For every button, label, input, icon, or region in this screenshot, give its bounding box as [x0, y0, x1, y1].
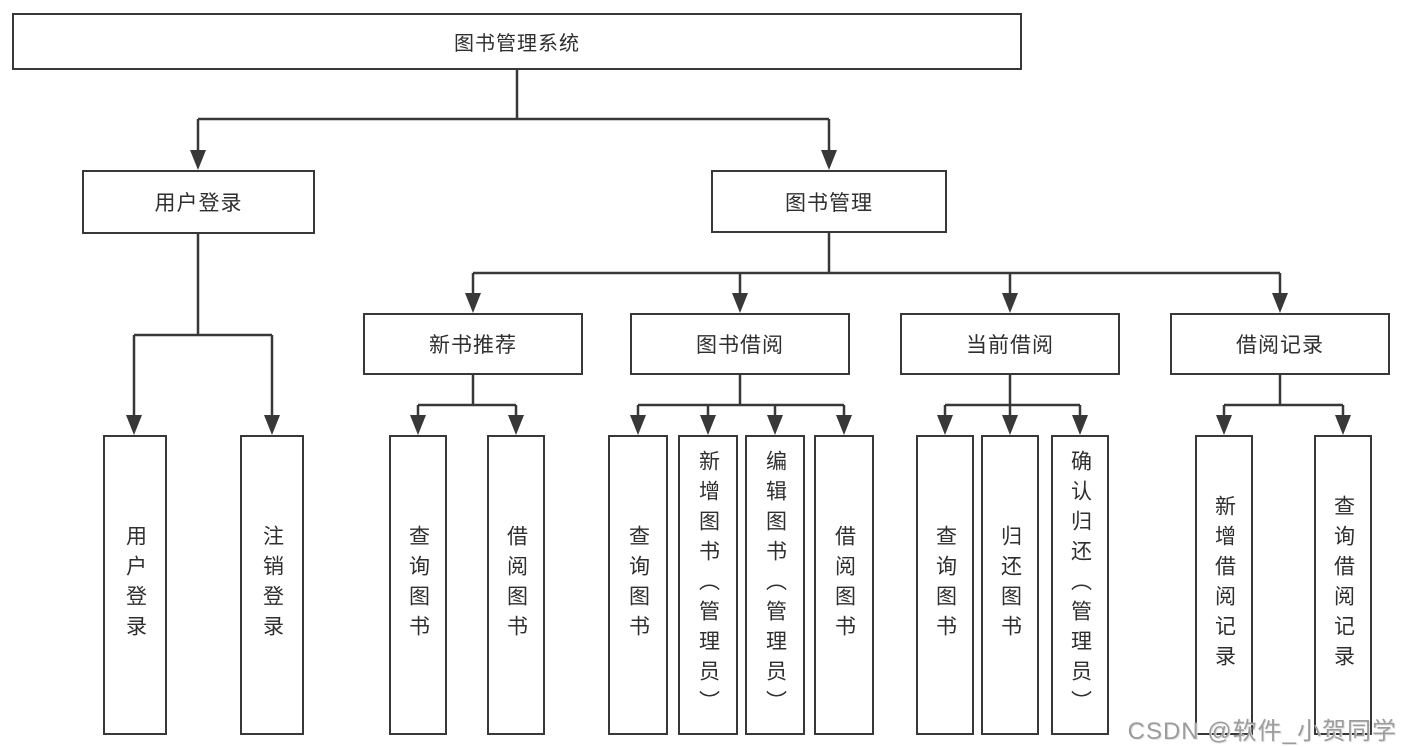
leaf-label: 查询图书 [406, 525, 430, 645]
node-label: 当前借阅 [966, 334, 1054, 357]
node-borrow-records: 借阅记录 [1170, 313, 1390, 375]
leaf-add-borrow-record: 新增借阅记录 [1195, 435, 1253, 735]
leaf-label: 查询图书 [933, 525, 957, 645]
leaf-label: 编辑图书（管理员） [763, 450, 787, 720]
node-current-borrow: 当前借阅 [900, 313, 1120, 375]
leaf-borrow-books-2: 借阅图书 [814, 435, 874, 735]
leaf-label: 查询图书 [626, 525, 650, 645]
node-label: 图书借阅 [696, 334, 784, 357]
leaf-user-login: 用户登录 [103, 435, 167, 735]
leaf-confirm-return-admin: 确认归还（管理员） [1051, 435, 1109, 735]
node-label: 用户登录 [154, 192, 243, 215]
leaf-logout: 注销登录 [240, 435, 304, 735]
leaf-query-books-2: 查询图书 [608, 435, 668, 735]
leaf-return-book: 归还图书 [981, 435, 1039, 735]
tree-edges [132, 70, 1345, 421]
leaf-label: 新增借阅记录 [1212, 495, 1236, 675]
leaf-query-books-3: 查询图书 [916, 435, 974, 735]
leaf-add-book-admin: 新增图书（管理员） [678, 435, 738, 735]
node-new-book-recommend: 新书推荐 [363, 313, 583, 375]
leaf-label: 确认归还（管理员） [1068, 450, 1092, 720]
node-label: 图书管理系统 [454, 33, 580, 55]
node-label: 图书管理 [785, 191, 873, 215]
leaf-borrow-books: 借阅图书 [487, 435, 545, 735]
leaf-label: 新增图书（管理员） [696, 450, 720, 720]
leaf-label: 查询借阅记录 [1331, 495, 1355, 675]
leaf-label: 用户登录 [123, 525, 147, 645]
node-book-borrow: 图书借阅 [630, 313, 850, 375]
leaf-label: 借阅图书 [832, 525, 856, 645]
node-root-system: 图书管理系统 [12, 13, 1022, 70]
node-user-login: 用户登录 [82, 170, 315, 234]
leaf-label: 借阅图书 [504, 525, 528, 645]
leaf-label: 归还图书 [998, 525, 1022, 645]
csdn-watermark: CSDN @软件_小贺同学 [1127, 718, 1397, 745]
node-label: 借阅记录 [1236, 334, 1324, 357]
leaf-query-books: 查询图书 [389, 435, 447, 735]
leaf-query-borrow-record: 查询借阅记录 [1314, 435, 1372, 735]
leaf-label: 注销登录 [260, 525, 284, 645]
leaf-edit-book-admin: 编辑图书（管理员） [745, 435, 805, 735]
node-book-management: 图书管理 [711, 170, 947, 233]
node-label: 新书推荐 [429, 334, 517, 357]
